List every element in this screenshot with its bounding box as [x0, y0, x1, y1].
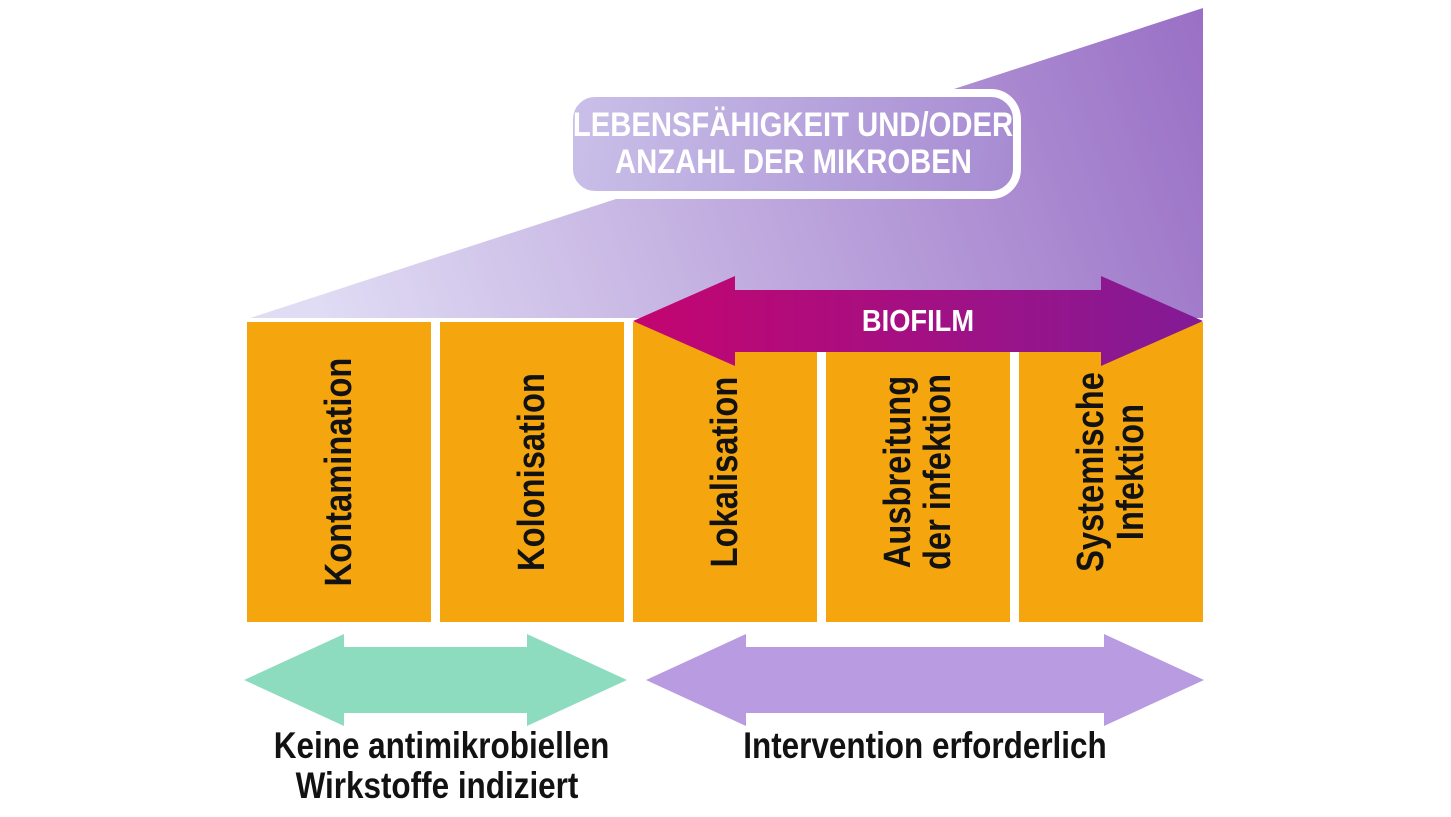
stage-bar-ausbreitung: Ausbreitung der infektion	[826, 322, 1010, 622]
title-box: LEBENSFÄHIGKEIT UND/ODER ANZAHL DER MIKR…	[565, 89, 1021, 199]
caption-line: Wirkstoffe indiziert	[295, 765, 579, 806]
intervention-double-arrow	[646, 634, 1204, 726]
title-line-1: LEBENSFÄHIGKEIT UND/ODER	[572, 106, 1014, 144]
caption-line: Keine antimikrobiellen	[273, 725, 610, 766]
stage-label-line: Kontamination	[318, 357, 360, 587]
caption-no-antimicrobials: Keine antimikrobiellen Wirkstoffe indizi…	[245, 726, 629, 806]
stage-bar-lokalisation: Lokalisation	[633, 322, 817, 622]
stage-label-line: Kolonisation	[511, 373, 553, 571]
stage-bar-systemische-infektion: Systemische Infektion	[1019, 322, 1203, 622]
stage-label-ausbreitung: Ausbreitung der infektion	[877, 373, 959, 571]
stage-label-kontamination: Kontamination	[318, 357, 360, 587]
biofilm-label: BIOFILM	[861, 303, 975, 338]
stage-label-line: Infektion	[1110, 403, 1152, 541]
no-antimicrobials-double-arrow	[244, 634, 627, 726]
stage-label-kolonisation: Kolonisation	[511, 373, 553, 571]
stage-label-line: der infektion	[917, 373, 959, 571]
stage-label-systemische-infektion: Systemische Infektion	[1070, 372, 1152, 572]
title-line-2: ANZAHL DER MIKROBEN	[614, 143, 972, 181]
stage-bar-kolonisation: Kolonisation	[440, 322, 624, 622]
stage-label-lokalisation: Lokalisation	[704, 376, 746, 568]
stage-label-line: Lokalisation	[704, 376, 746, 568]
caption-line: Intervention erforderlich	[743, 725, 1107, 766]
stage-label-line: Ausbreitung	[877, 375, 919, 569]
caption-intervention-required: Intervention erforderlich	[646, 726, 1204, 766]
stage-label-line: Systemische	[1070, 372, 1112, 572]
stage-bar-kontamination: Kontamination	[247, 322, 431, 622]
